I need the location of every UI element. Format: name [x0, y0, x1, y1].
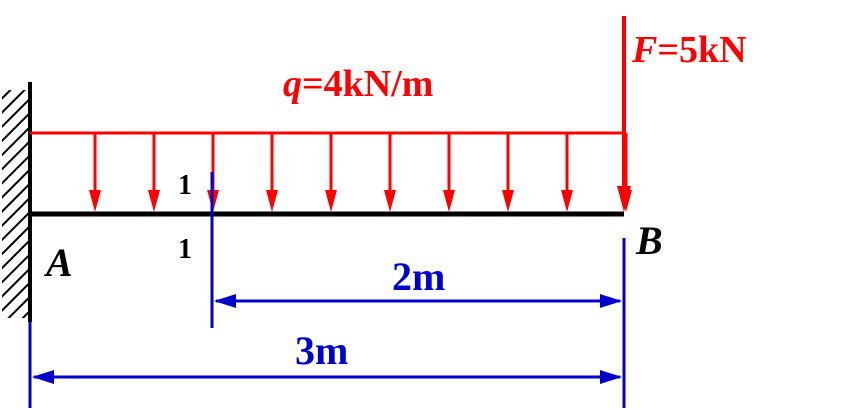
wall-hatch — [2, 90, 28, 318]
q-label: q=4kN/m — [283, 63, 433, 105]
load-arrow-head — [502, 190, 514, 212]
f-value: =5kN — [657, 29, 746, 71]
dimension-3m-arrow-right — [600, 370, 622, 384]
section-label-bottom: 1 — [178, 234, 192, 265]
load-arrow-head — [443, 190, 455, 212]
dimension-3m-label: 3m — [295, 328, 348, 373]
dimension-2m-arrow-right — [600, 294, 622, 308]
distributed-load-arrows — [89, 133, 632, 212]
force-f-arrowhead — [617, 186, 631, 212]
dimension-2m-label: 2m — [392, 254, 445, 299]
point-b-label: B — [635, 218, 663, 263]
f-symbol: F — [631, 29, 657, 71]
load-arrow-head — [561, 190, 573, 212]
q-value: =4kN/m — [302, 63, 433, 105]
section-label-top: 1 — [178, 170, 192, 201]
dimension-3m-arrow-left — [32, 370, 54, 384]
f-label: F=5kN — [631, 29, 747, 71]
q-symbol: q — [283, 63, 302, 105]
load-arrow-head — [266, 190, 278, 212]
load-arrow-head — [148, 190, 160, 212]
point-a-label: A — [43, 240, 73, 285]
dimension-2m-arrow-left — [214, 294, 236, 308]
load-arrow-head — [384, 190, 396, 212]
load-arrow-head — [89, 190, 101, 212]
load-arrow-head — [325, 190, 337, 212]
